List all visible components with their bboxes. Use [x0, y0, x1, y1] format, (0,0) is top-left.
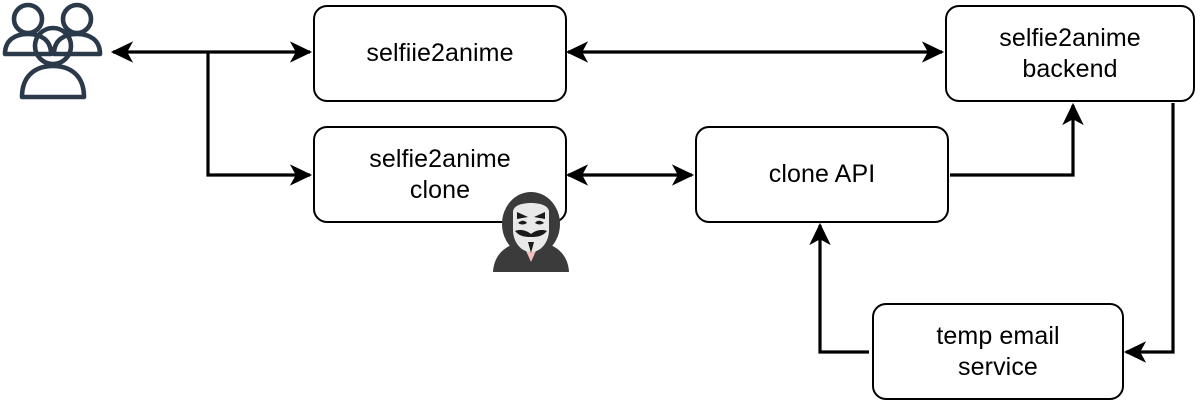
node-clone-api-label: clone API: [768, 160, 876, 188]
node-temp-email-service-label: temp email service: [936, 321, 1060, 381]
anonymous-mask-icon-glyph: [493, 192, 569, 272]
node-selfiie2anime-label: selfiie2anime: [366, 39, 514, 67]
node-clone-api[interactable]: clone API: [695, 126, 949, 223]
edge-temp-email-to-clone-api: [809, 222, 869, 354]
edge-backend-to-temp-email: [1123, 103, 1175, 363]
node-selfie2anime-backend[interactable]: selfie2anime backend: [945, 5, 1195, 102]
anonymous-mask-icon: [487, 190, 575, 272]
users-icon: [2, 2, 110, 102]
users-icon-glyph: [2, 2, 103, 100]
edge-clone-api-to-backend: [950, 102, 1084, 177]
node-selfie2anime-backend-label: selfie2anime backend: [999, 23, 1141, 83]
node-selfiie2anime[interactable]: selfiie2anime: [313, 5, 567, 102]
node-temp-email-service[interactable]: temp email service: [872, 303, 1124, 400]
node-selfie2anime-clone-label: selfie2anime clone: [369, 144, 511, 204]
edge-users-to-clone: [206, 52, 313, 186]
